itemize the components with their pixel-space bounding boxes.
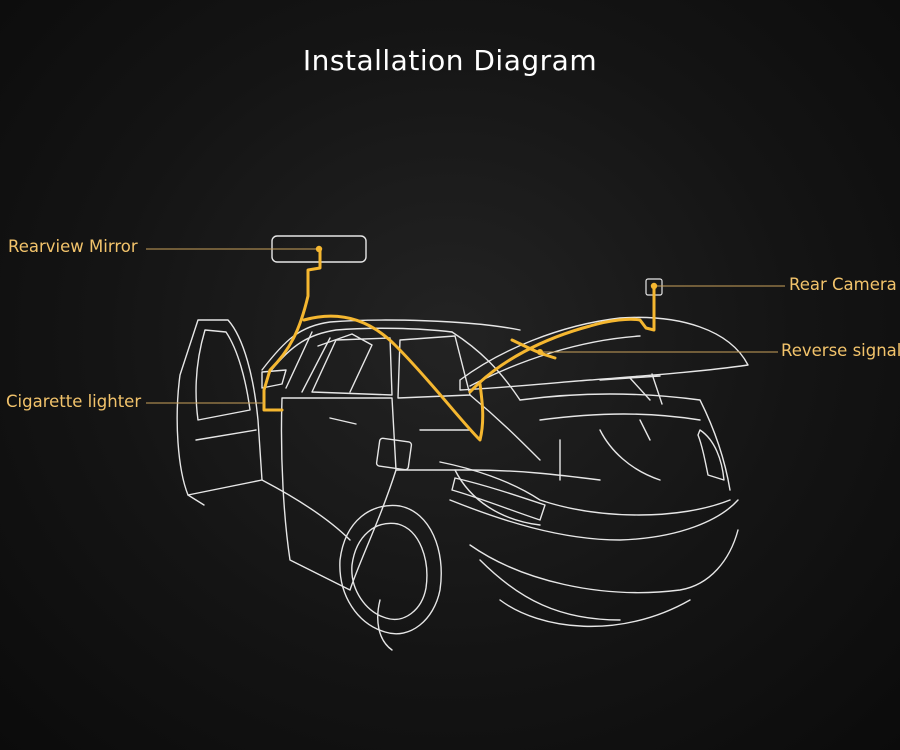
mirror-dot [315, 245, 323, 253]
leader-lines [146, 248, 785, 404]
car-outline [176, 316, 749, 651]
label-rearview-mirror: Rearview Mirror [8, 237, 138, 256]
label-reverse-signal: Reverse signal [781, 341, 900, 360]
camera-wiring [262, 248, 656, 442]
label-rear-camera: Rear Camera [789, 275, 897, 294]
camera-dot [650, 282, 658, 290]
reverse-signal-dot [537, 349, 543, 355]
connection-dots [315, 245, 658, 355]
label-cigarette-lighter: Cigarette lighter [6, 392, 142, 411]
diagram-title: Installation Diagram [302, 44, 598, 77]
